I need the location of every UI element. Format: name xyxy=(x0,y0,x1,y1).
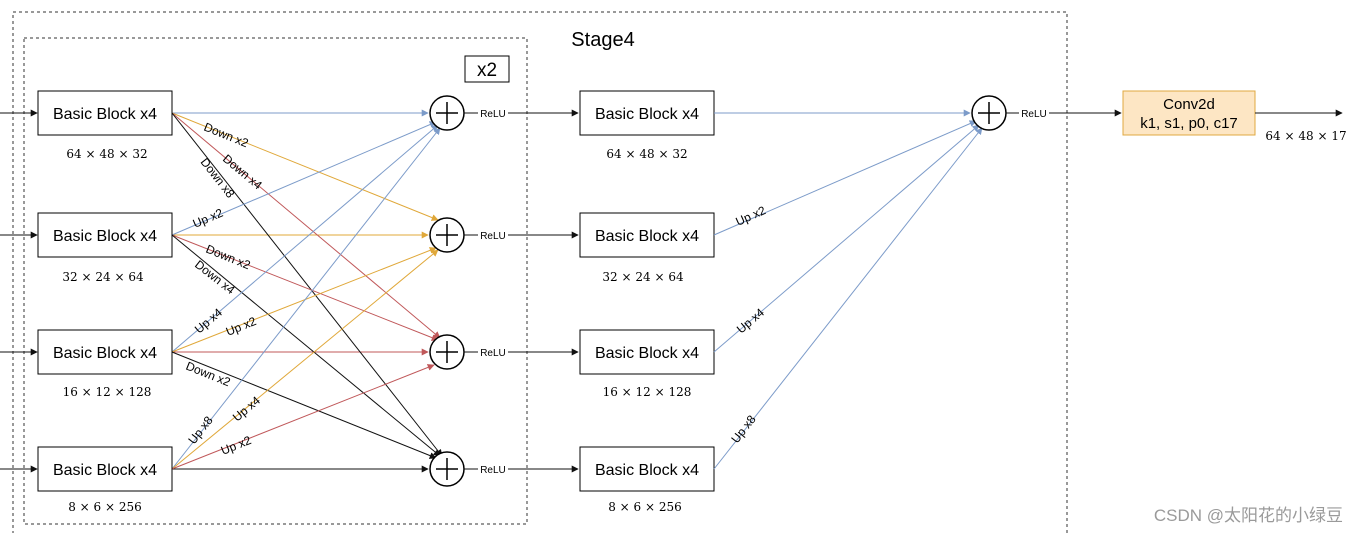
sum-node-2 xyxy=(429,217,465,253)
left-block-2-label: Basic Block x4 xyxy=(53,228,157,245)
repeat-label-box xyxy=(464,55,510,83)
left-block-4-label: Basic Block x4 xyxy=(53,462,157,479)
final-fusion-connections: Up x2 Up x4 Up x8 xyxy=(713,109,983,470)
label-up-x2-b2: Up x2 xyxy=(191,205,226,230)
label-up-x2-b4: Up x2 xyxy=(219,433,254,458)
final-sum-node xyxy=(971,95,1007,131)
repeat-frame xyxy=(23,37,528,525)
left-block-1-dims: 64 × 48 × 32 xyxy=(66,147,147,161)
right-block-1: Basic Block x4 64 × 48 × 32 xyxy=(579,90,715,161)
sum-node-1 xyxy=(429,95,465,131)
left-block-2: Basic Block x4 32 × 24 × 64 xyxy=(37,212,173,284)
output-dims: 64 × 48 × 17 xyxy=(1265,129,1346,143)
label-down-x2-b3: Down x2 xyxy=(184,359,233,390)
label-up-x2-b3: Up x2 xyxy=(224,314,259,339)
relu-label-3: ReLU xyxy=(480,348,506,359)
right-block-2: Basic Block x4 32 × 24 × 64 xyxy=(579,212,715,284)
relu-label-2: ReLU xyxy=(480,231,506,242)
conv2d-block: Conv2d k1, s1, p0, c17 xyxy=(1122,90,1256,136)
right-block-1-label: Basic Block x4 xyxy=(595,106,699,123)
final-relu-arrow: ReLU xyxy=(1006,106,1122,120)
relu-arrows: ReLU ReLU ReLU ReLU xyxy=(464,106,579,476)
left-block-2-dims: 32 × 24 × 64 xyxy=(62,270,144,284)
conv2d-line2: k1, s1, p0, c17 xyxy=(1140,115,1238,132)
right-block-4-dims: 8 × 6 × 256 xyxy=(608,500,682,514)
label-up-x4-b3: Up x4 xyxy=(192,305,225,336)
fusion-connections xyxy=(171,109,443,473)
relu-label-4: ReLU xyxy=(480,465,506,476)
left-block-4-dims: 8 × 6 × 256 xyxy=(68,500,142,514)
sum-nodes xyxy=(429,95,465,487)
left-blocks: Basic Block x4 64 × 48 × 32 Basic Block … xyxy=(37,90,173,514)
left-block-1: Basic Block x4 64 × 48 × 32 xyxy=(37,90,173,161)
right-block-2-label: Basic Block x4 xyxy=(595,228,699,245)
left-block-3-label: Basic Block x4 xyxy=(53,345,157,362)
stage-title: Stage4 xyxy=(571,29,634,51)
right-block-3-label: Basic Block x4 xyxy=(595,345,699,362)
left-block-3-dims: 16 × 12 × 128 xyxy=(63,385,152,399)
label-down-x2-b1: Down x2 xyxy=(202,120,251,151)
left-block-3: Basic Block x4 16 × 12 × 128 xyxy=(37,329,173,399)
relu-label-1: ReLU xyxy=(480,109,506,120)
left-block-1-label: Basic Block x4 xyxy=(53,106,157,123)
right-block-2-dims: 32 × 24 × 64 xyxy=(602,270,684,284)
right-block-3: Basic Block x4 16 × 12 × 128 xyxy=(579,329,715,399)
sum-node-4 xyxy=(429,451,465,487)
final-label-up-x4: Up x4 xyxy=(734,305,767,336)
repeat-label: x2 xyxy=(477,60,497,81)
cross-labels: Down x2 Down x4 Down x8 Up x2 Down x2 Do… xyxy=(184,120,265,458)
final-relu-label: ReLU xyxy=(1021,109,1047,120)
right-block-1-dims: 64 × 48 × 32 xyxy=(606,147,687,161)
right-block-4: Basic Block x4 8 × 6 × 256 xyxy=(579,446,715,514)
right-blocks: Basic Block x4 64 × 48 × 32 Basic Block … xyxy=(579,90,715,514)
watermark: CSDN @太阳花的小绿豆 xyxy=(1154,506,1343,525)
sum-node-3 xyxy=(429,334,465,370)
left-block-4: Basic Block x4 8 × 6 × 256 xyxy=(37,446,173,514)
input-arrows xyxy=(0,109,38,473)
right-block-4-label: Basic Block x4 xyxy=(595,462,699,479)
conv2d-line1: Conv2d xyxy=(1163,96,1215,113)
final-label-up-x2: Up x2 xyxy=(734,203,769,229)
right-block-3-dims: 16 × 12 × 128 xyxy=(603,385,692,399)
